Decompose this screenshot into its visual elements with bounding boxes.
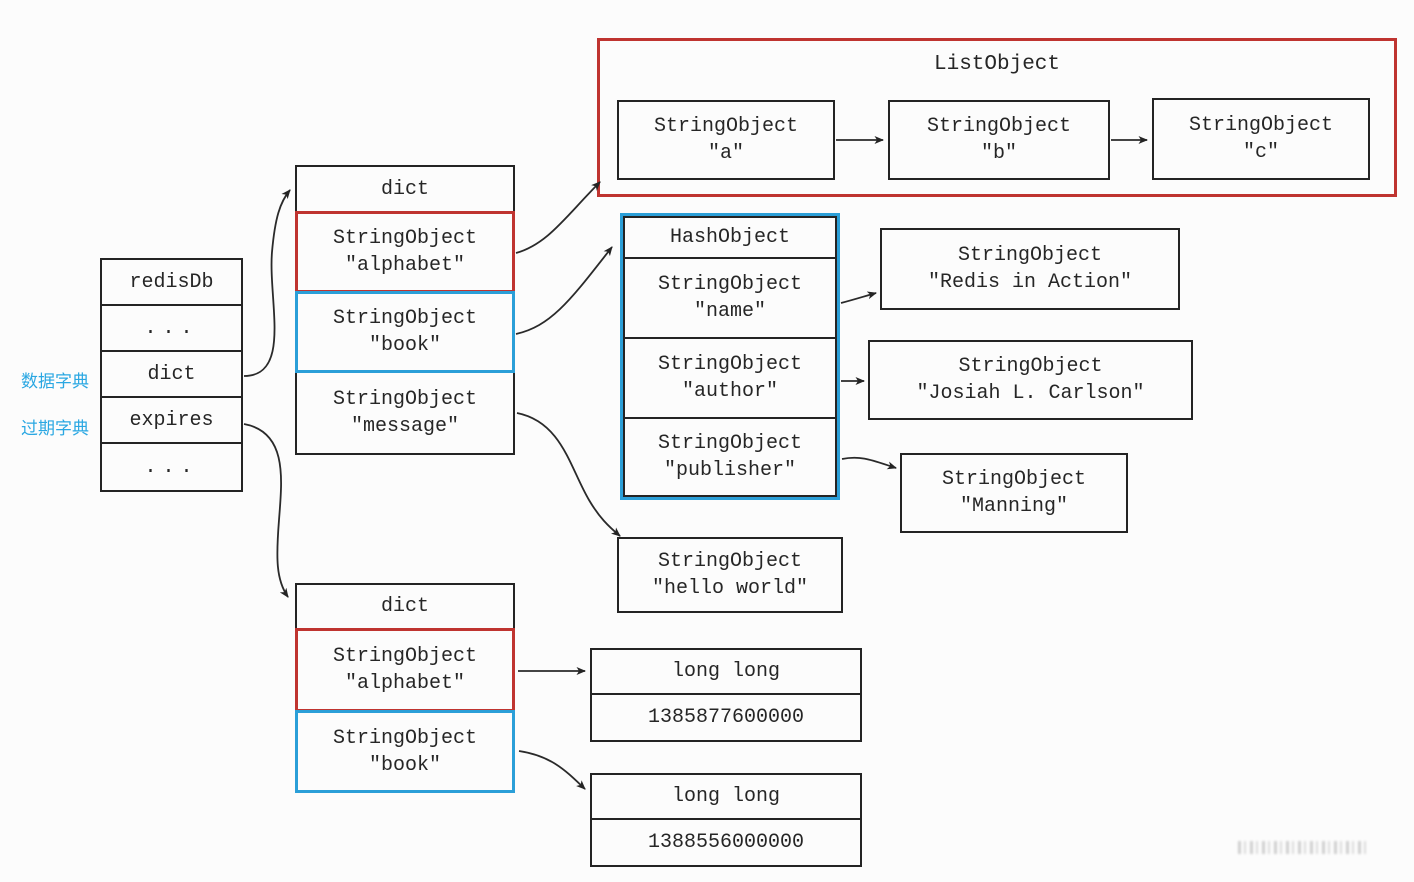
longlong2-value: 1388556000000 <box>590 818 862 867</box>
object-value: "alphabet" <box>344 254 466 277</box>
object-type: StringObject <box>657 432 803 455</box>
hash-object-header: HashObject <box>623 216 837 259</box>
hash-field-name: StringObject "name" <box>623 257 837 339</box>
object-type: StringObject <box>332 388 478 411</box>
list-item-c: StringObject "c" <box>1152 98 1370 180</box>
watermark-blur <box>1238 841 1366 854</box>
hash-object-container <box>620 213 840 500</box>
value-hello-world: StringObject "hello world" <box>617 537 843 613</box>
object-type: StringObject <box>926 115 1072 138</box>
longlong1-header: long long <box>590 648 862 695</box>
redisdb-cell-dict: dict <box>100 350 243 398</box>
object-value: "name" <box>693 300 766 323</box>
object-value: "hello world" <box>651 577 809 600</box>
label-expire-dictionary: 过期字典 <box>21 419 89 438</box>
arrow-book-to-hashobject <box>515 246 613 335</box>
list-object-container: ListObject <box>597 38 1397 197</box>
arrow-dict-to-top-dict <box>243 189 291 377</box>
value-manning: StringObject "Manning" <box>900 453 1128 533</box>
longlong1-value: 1385877600000 <box>590 693 862 742</box>
object-value: "author" <box>681 380 778 403</box>
label-data-dictionary: 数据字典 <box>21 372 89 391</box>
list-object-title: ListObject <box>933 53 1061 76</box>
arrow-book-to-longlong2 <box>518 750 586 790</box>
object-value: "Josiah L. Carlson" <box>916 382 1145 405</box>
bottom-dict-key-alphabet: StringObject "alphabet" <box>295 628 515 712</box>
value-josiah-carlson: StringObject "Josiah L. Carlson" <box>868 340 1193 420</box>
list-item-a: StringObject "a" <box>617 100 835 180</box>
redisdb-cell-ellipsis-top: ... <box>100 304 243 352</box>
object-value: "c" <box>1242 141 1279 164</box>
object-type: StringObject <box>657 273 803 296</box>
hash-field-author: StringObject "author" <box>623 337 837 419</box>
top-dict-header: dict <box>295 165 515 213</box>
arrow-expires-to-bottom-dict <box>243 423 289 598</box>
object-value: "book" <box>368 753 441 777</box>
object-value: "message" <box>350 415 460 438</box>
object-value: "Redis in Action" <box>927 271 1133 294</box>
value-redis-in-action: StringObject "Redis in Action" <box>880 228 1180 310</box>
arrow-alphabet-to-listobject <box>515 181 601 254</box>
object-value: "alphabet" <box>344 672 466 695</box>
top-dict-key-message: StringObject "message" <box>295 371 515 455</box>
object-type: StringObject <box>332 307 478 330</box>
arrow-message-to-helloworld <box>516 412 621 537</box>
object-type: StringObject <box>1188 114 1334 137</box>
redisdb-cell-ellipsis-bottom: ... <box>100 442 243 492</box>
object-value: "b" <box>980 142 1017 165</box>
object-value: "publisher" <box>663 459 797 482</box>
object-type: StringObject <box>958 355 1103 378</box>
object-type: StringObject <box>941 468 1087 491</box>
object-type: StringObject <box>957 244 1103 267</box>
hash-field-publisher: StringObject "publisher" <box>623 417 837 497</box>
redisdb-cell-title: redisDb <box>100 258 243 306</box>
top-dict-key-book: StringObject "book" <box>295 291 515 373</box>
bottom-dict-header: dict <box>295 583 515 630</box>
object-value: "book" <box>368 334 441 357</box>
object-type: StringObject <box>657 353 803 376</box>
object-type: StringObject <box>653 115 799 138</box>
redisdb-cell-expires: expires <box>100 396 243 444</box>
object-type: StringObject <box>332 726 478 750</box>
object-type: StringObject <box>657 550 803 573</box>
longlong2-header: long long <box>590 773 862 820</box>
object-type: StringObject <box>332 227 478 250</box>
arrow-publisher-to-manning <box>841 456 897 470</box>
arrow-name-to-title <box>840 291 877 304</box>
bottom-dict-key-book: StringObject "book" <box>295 710 515 793</box>
list-item-b: StringObject "b" <box>888 100 1110 180</box>
object-value: "Manning" <box>959 495 1069 518</box>
object-type: StringObject <box>332 645 478 668</box>
object-value: "a" <box>707 142 744 165</box>
top-dict-key-alphabet: StringObject "alphabet" <box>295 211 515 293</box>
